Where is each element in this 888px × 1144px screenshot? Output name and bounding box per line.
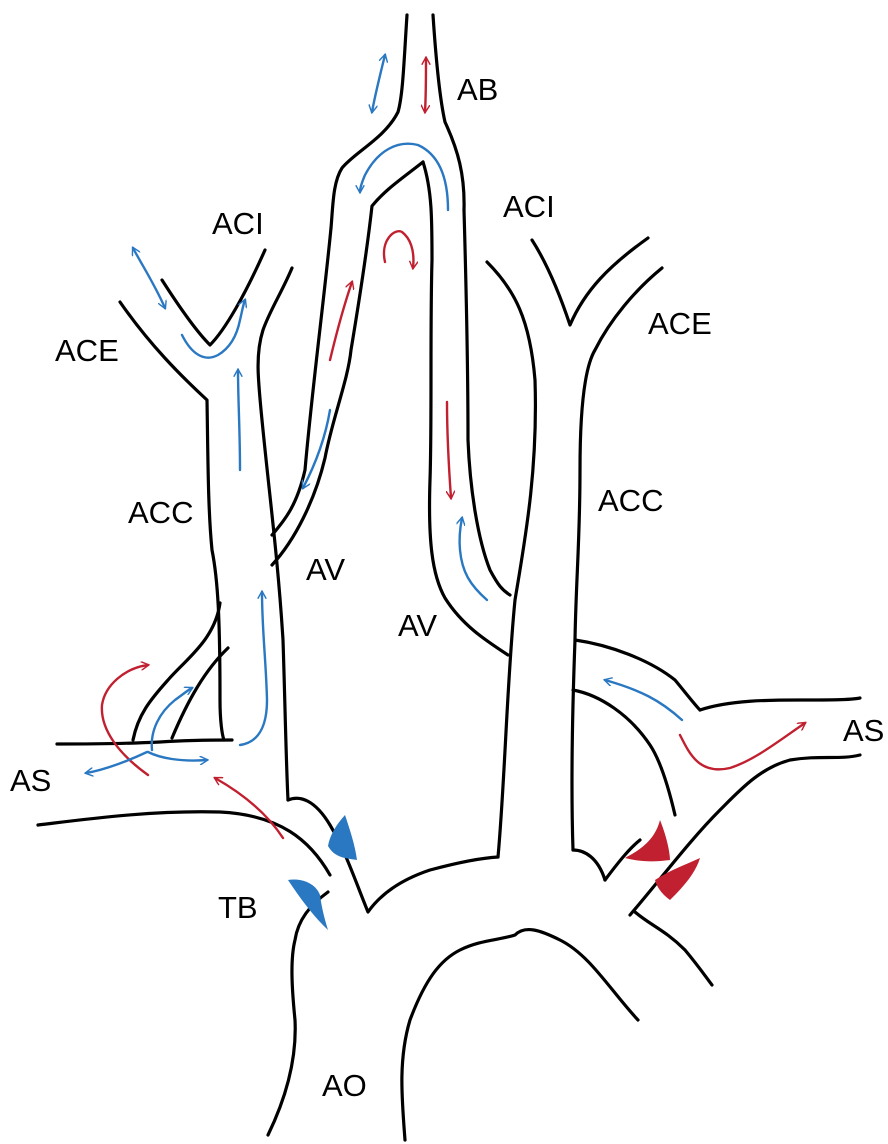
label-av-left: AV [306, 552, 345, 587]
right-ace-aci-fork [532, 238, 648, 325]
aortic-arch-top-right [573, 850, 605, 880]
right-stenosis-plaque-red [625, 820, 670, 861]
label-as-right: AS [843, 713, 884, 748]
label-ace-right: ACE [648, 306, 712, 341]
left-subclavian-red-curve-arrow [102, 665, 148, 775]
vessel-outlines [38, 15, 860, 1140]
right-vertebral-to-subclavian-upper [575, 640, 700, 710]
left-subclavian-upper-wall [57, 740, 232, 744]
right-subclavian-blue-arrow [605, 680, 682, 720]
basilar-bidirectional-blue-arrow [372, 55, 385, 112]
label-av-right: AV [398, 608, 437, 643]
label-aci-right: ACI [503, 189, 555, 224]
right-acc-right-wall [572, 268, 662, 850]
label-ab: AB [457, 72, 498, 107]
left-subclavian-blue-right-arrow [148, 752, 207, 761]
right-vertebral-blue-up-arrow [460, 518, 487, 600]
right-vertebral-to-subclavian-lower [573, 690, 675, 815]
left-ace-ici-fork [162, 250, 265, 345]
left-acc-right-wall [258, 268, 292, 800]
flow-arrows [86, 55, 805, 838]
label-acc-left: ACC [128, 495, 193, 530]
label-tb: TB [218, 890, 258, 925]
ascending-aorta-left [268, 892, 328, 1135]
left-subclavian-lower-wall [38, 812, 330, 875]
left-stenosis-plaque-blue-lower [288, 880, 328, 930]
right-subclavian-upper-wall [700, 698, 860, 710]
left-acc-blue-up-arrow-lower [240, 592, 267, 745]
left-acc-blue-up-arrow-upper [238, 370, 240, 470]
label-aci-left: ACI [212, 206, 264, 241]
label-ao: AO [322, 1068, 367, 1103]
vessel-labels: AB ACI ACI ACE ACE ACC ACC AV AV AS AS T… [10, 72, 884, 1103]
right-vertebral-red-down-arrow [447, 402, 451, 498]
basilar-bidirectional-red-arrow [425, 58, 426, 112]
aortic-arch-outer-right [635, 912, 712, 985]
truncus-red-arrow [215, 778, 283, 838]
label-ace-left: ACE [55, 333, 119, 368]
left-vertebral-artery-outer-wall [272, 228, 331, 535]
right-vertebral-artery-outer-wall [464, 210, 510, 595]
right-stenosis-plaque-red-lower [655, 858, 700, 900]
basilar-artery-left-wall [331, 15, 407, 228]
basilar-artery-right-wall [433, 15, 464, 210]
aortic-arch-inner-curve [402, 930, 638, 1140]
left-ace-bidirectional-blue-arrow [133, 248, 165, 308]
red-uturn-arrow [384, 231, 413, 268]
label-acc-right: ACC [598, 483, 663, 518]
left-stenosis-plaque-blue [328, 815, 357, 860]
left-subclavian-blue-left-arrow [86, 752, 147, 773]
right-acc-left-wall [487, 262, 535, 857]
left-vertebral-red-up-arrow [330, 282, 352, 360]
label-as-left: AS [10, 763, 51, 798]
